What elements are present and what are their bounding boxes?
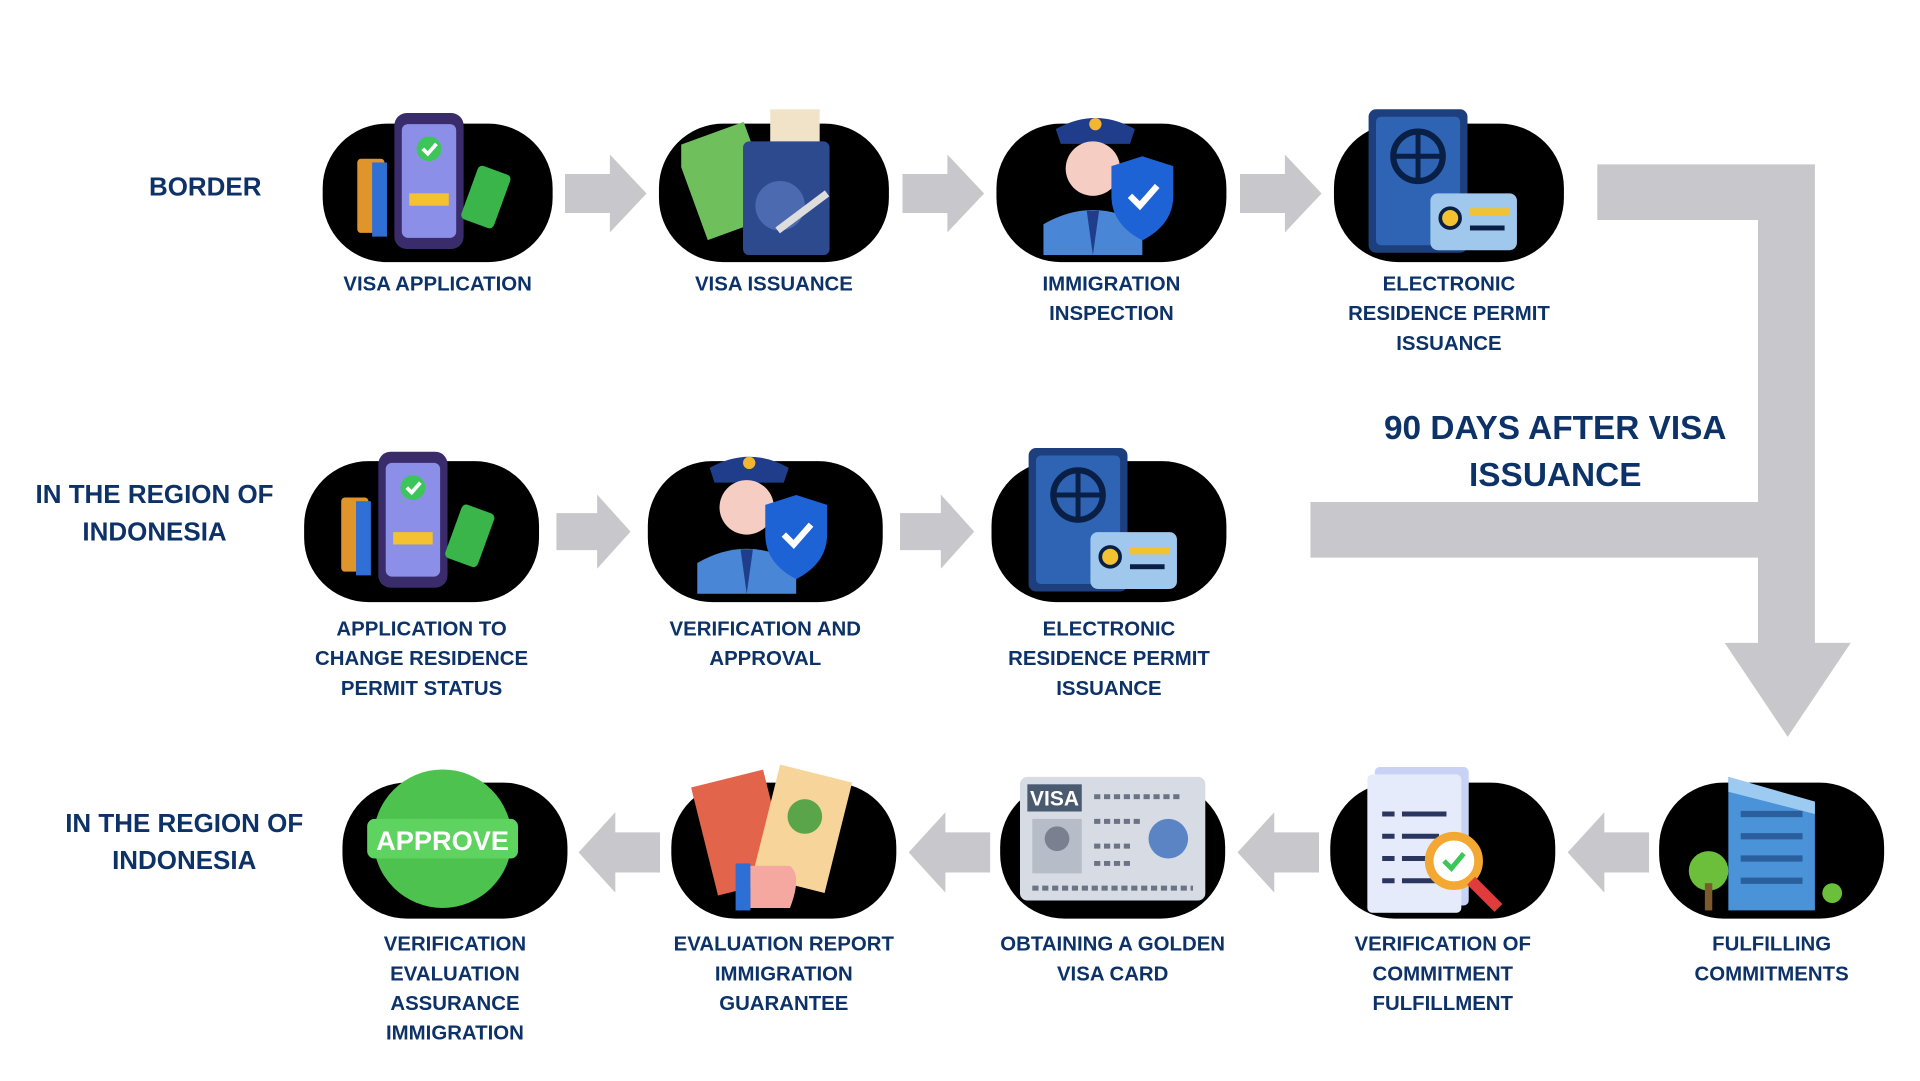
step-node	[658, 109, 889, 263]
step-label: VERIFICATION AND APPROVAL	[669, 618, 862, 671]
step-label: IMMIGRATION INSPECTION	[1042, 273, 1181, 326]
svg-text:VISA: VISA	[1030, 787, 1079, 810]
document-magnifier-icon	[1367, 767, 1503, 913]
step-node: VISA	[1000, 776, 1226, 919]
flow-arrow	[564, 154, 647, 239]
phone-payment-icon	[341, 451, 495, 588]
flow-arrow	[908, 812, 991, 899]
svg-text:APPROVE: APPROVE	[376, 825, 509, 856]
step-label: VERIFICATION OF COMMITMENT FULFILLMENT	[1354, 933, 1531, 1016]
step-node	[991, 448, 1227, 603]
row-label: BORDER	[148, 173, 262, 202]
step-node	[304, 451, 540, 603]
step-label: VERIFICATION EVALUATION ASSURANCE IMMIGR…	[383, 933, 527, 1045]
flow-arrow	[902, 154, 985, 239]
step-label: VISA APPLICATION	[343, 273, 532, 296]
phone-payment-icon	[357, 112, 511, 249]
officer-icon	[1043, 117, 1174, 256]
step-node	[1330, 767, 1556, 919]
office-building-icon	[1688, 776, 1843, 911]
step-node	[1659, 776, 1885, 919]
step-label: EVALUATION REPORT IMMIGRATION GUARANTEE	[673, 933, 894, 1016]
step-node	[1333, 109, 1564, 263]
step-node	[322, 112, 553, 263]
row-label: IN THE REGION OF INDONESIA	[65, 809, 304, 876]
officer-icon	[697, 456, 828, 594]
flow-arrow	[578, 812, 661, 899]
step-label: VISA ISSUANCE	[694, 273, 853, 296]
step-label: OBTAINING A GOLDEN VISA CARD	[1000, 933, 1226, 986]
flow-arrow	[556, 494, 631, 575]
step-node	[996, 117, 1227, 263]
step-label: ELECTRONIC RESIDENCE PERMIT ISSUANCE	[1348, 273, 1550, 355]
step-node	[671, 764, 897, 919]
step-label: FULFILLING COMMITMENTS	[1694, 933, 1849, 986]
flow-arrow	[1237, 812, 1320, 899]
visa-card-icon: VISA	[1019, 776, 1206, 901]
permit-card-icon	[1368, 109, 1517, 253]
approve-badge-icon: APPROVE	[367, 769, 519, 908]
step-node: APPROVE	[342, 769, 568, 919]
report-thumbs-up-icon	[691, 764, 853, 911]
passport-icon	[681, 109, 830, 256]
permit-card-icon	[1028, 448, 1177, 592]
flow-arrow	[900, 494, 975, 575]
flow-arrow	[1240, 154, 1322, 239]
step-label: ELECTRONIC RESIDENCE PERMIT ISSUANCE	[1008, 618, 1210, 700]
connector-label: 90 DAYS AFTER VISA ISSUANCE	[1383, 409, 1727, 494]
step-node	[647, 456, 883, 603]
step-label: APPLICATION TO CHANGE RESIDENCE PERMIT S…	[315, 618, 529, 700]
flow-arrow	[1567, 812, 1650, 899]
row-label: IN THE REGION OF INDONESIA	[35, 480, 274, 547]
